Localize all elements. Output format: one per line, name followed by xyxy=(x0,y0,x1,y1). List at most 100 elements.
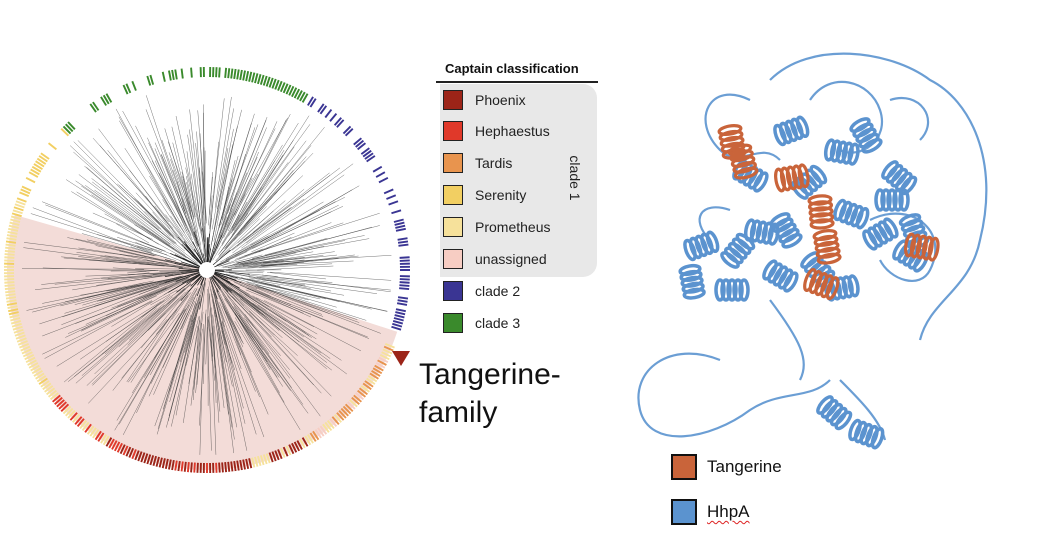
tree-branch xyxy=(141,289,189,349)
tree-branch xyxy=(220,323,248,451)
tree-branch xyxy=(81,277,193,332)
tree-branch xyxy=(168,152,192,212)
ring-tick xyxy=(388,200,399,206)
helix-turn xyxy=(762,259,778,281)
hhpa-helix xyxy=(823,138,860,166)
helix-turn xyxy=(777,268,794,290)
tree-branch xyxy=(150,288,198,376)
tree-branch xyxy=(22,268,145,270)
tree-branch xyxy=(117,236,163,252)
ring-tick xyxy=(333,117,342,126)
ring-tick xyxy=(131,449,137,460)
helix-turn xyxy=(726,278,738,302)
tree-branch xyxy=(145,109,195,238)
legend-swatch xyxy=(443,153,463,173)
ring-tick xyxy=(262,75,268,86)
helix-turn xyxy=(803,267,817,293)
tree-branch xyxy=(231,206,292,251)
tree-branch xyxy=(220,287,280,378)
tree-branch xyxy=(35,276,152,290)
ring-tick xyxy=(102,94,110,105)
tree-branch xyxy=(208,172,213,226)
tree-branch xyxy=(256,276,391,291)
ring-tick xyxy=(317,427,325,437)
hhpa-loop xyxy=(769,52,988,341)
ring-tick xyxy=(248,458,253,469)
ring-tick xyxy=(8,308,19,313)
ring-tick xyxy=(251,72,256,83)
ring-tick xyxy=(10,320,22,325)
tangerine-marker-icon xyxy=(392,351,410,366)
helix-turn xyxy=(881,160,899,180)
tree-branch xyxy=(216,221,231,249)
ring-tick xyxy=(381,351,392,358)
ring-tick xyxy=(227,68,231,79)
tree-branch xyxy=(259,254,355,268)
ring-tick xyxy=(5,246,16,250)
ring-tick xyxy=(239,69,243,81)
tree-branch xyxy=(246,288,368,338)
ring-tick xyxy=(28,171,39,178)
tree-branch xyxy=(182,176,194,225)
tree-branch xyxy=(169,318,194,402)
ring-tick xyxy=(351,396,360,405)
ring-tick xyxy=(360,385,370,393)
helix-turn xyxy=(779,166,792,192)
tree-branch xyxy=(224,172,248,225)
tree-branch xyxy=(186,151,196,218)
ring-tick xyxy=(279,447,286,458)
ring-tick xyxy=(393,218,404,223)
helix-turn xyxy=(816,252,842,265)
helix-turn xyxy=(808,270,823,295)
tree-branch xyxy=(234,321,301,430)
tree-branch xyxy=(186,182,195,219)
tree-branch xyxy=(229,322,242,355)
ring-tick xyxy=(100,96,107,106)
tree-branch xyxy=(219,200,286,258)
ring-tick xyxy=(268,77,274,88)
tree-branch xyxy=(175,115,203,242)
ring-tick xyxy=(251,457,256,468)
ring-tick xyxy=(218,67,221,78)
ring-tick xyxy=(324,421,333,431)
ring-tick xyxy=(329,112,338,122)
ring-tick xyxy=(180,461,184,472)
legend-swatch xyxy=(443,90,463,110)
ring-tick xyxy=(304,435,312,446)
helix-turn xyxy=(772,217,794,234)
helix-turn xyxy=(853,420,868,444)
ring-tick xyxy=(265,76,271,87)
tree-root xyxy=(199,262,215,278)
helix-turn xyxy=(683,238,697,262)
tree-branch xyxy=(74,273,194,305)
ring-tick xyxy=(149,74,155,85)
tree-branch xyxy=(257,305,342,361)
tree-branch xyxy=(166,299,202,428)
ring-tick xyxy=(86,425,95,435)
ring-tick xyxy=(254,73,259,84)
tree-branch xyxy=(111,276,191,309)
ring-tick xyxy=(38,155,48,163)
ring-tick xyxy=(233,460,237,472)
helix-turn xyxy=(849,117,871,133)
ring-tick xyxy=(94,430,102,441)
ring-tick xyxy=(224,67,228,78)
tree-branch xyxy=(240,277,372,310)
tree-branch xyxy=(229,283,318,335)
tree-branch xyxy=(75,293,153,324)
tree-branch xyxy=(197,110,207,224)
helix-turn xyxy=(852,122,874,139)
ring-tick xyxy=(336,412,345,421)
tree-branch xyxy=(140,204,175,240)
ring-tick xyxy=(364,152,374,160)
ring-tick xyxy=(116,442,123,453)
legend-label: unassigned xyxy=(475,251,547,267)
ring-tick xyxy=(333,414,342,423)
helix-turn xyxy=(774,167,786,193)
ring-tick xyxy=(277,449,283,460)
ring-tick xyxy=(395,224,406,229)
tree-branch xyxy=(185,167,200,227)
tree-branch xyxy=(94,189,171,245)
legend-item-unassigned: unassigned xyxy=(443,248,547,270)
tree-branch xyxy=(216,109,242,210)
